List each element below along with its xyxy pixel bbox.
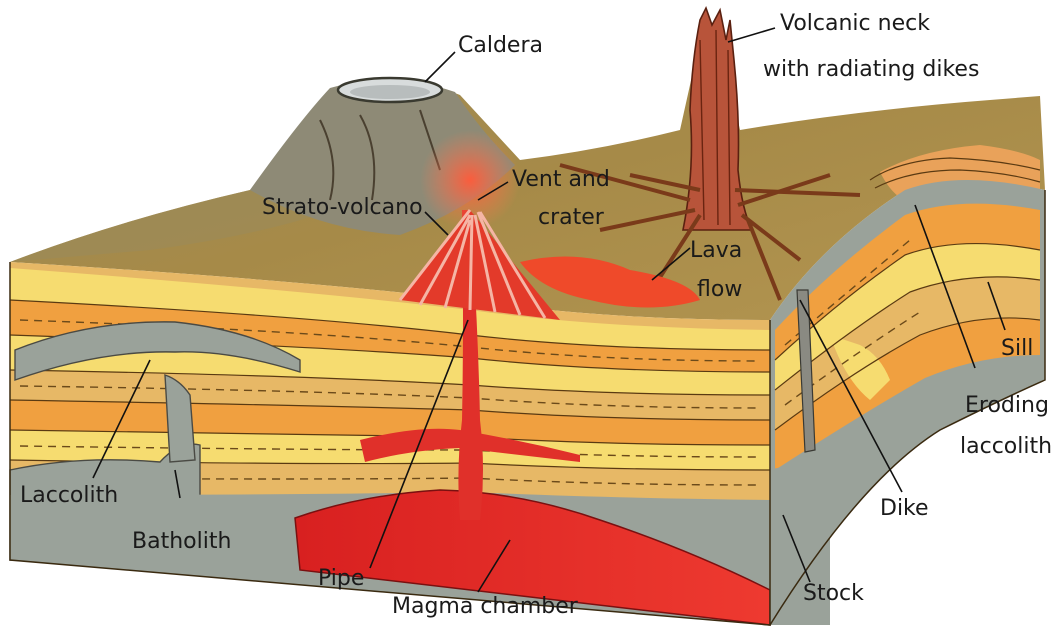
label-eroding-line2: laccolith	[960, 434, 1052, 459]
label-vent-line2: crater	[538, 205, 605, 230]
label-volcanic-neck-line2: with radiating dikes	[763, 57, 979, 82]
label-stock: Stock	[803, 581, 864, 606]
label-lava-line1: Lava	[690, 238, 742, 263]
label-laccolith: Laccolith	[20, 483, 118, 508]
label-batholith: Batholith	[132, 529, 231, 554]
label-eroding-line1: Eroding	[965, 393, 1049, 418]
label-dike: Dike	[880, 496, 929, 521]
label-strato-volcano: Strato-volcano	[262, 195, 423, 220]
label-vent-line1: Vent and	[512, 167, 610, 192]
label-sill: Sill	[1001, 336, 1033, 361]
label-lava-line2: flow	[697, 277, 742, 302]
label-caldera: Caldera	[458, 33, 543, 58]
label-volcanic-neck-line1: Volcanic neck	[780, 11, 930, 36]
label-magma-chamber: Magma chamber	[392, 594, 579, 619]
label-pipe: Pipe	[318, 566, 364, 591]
